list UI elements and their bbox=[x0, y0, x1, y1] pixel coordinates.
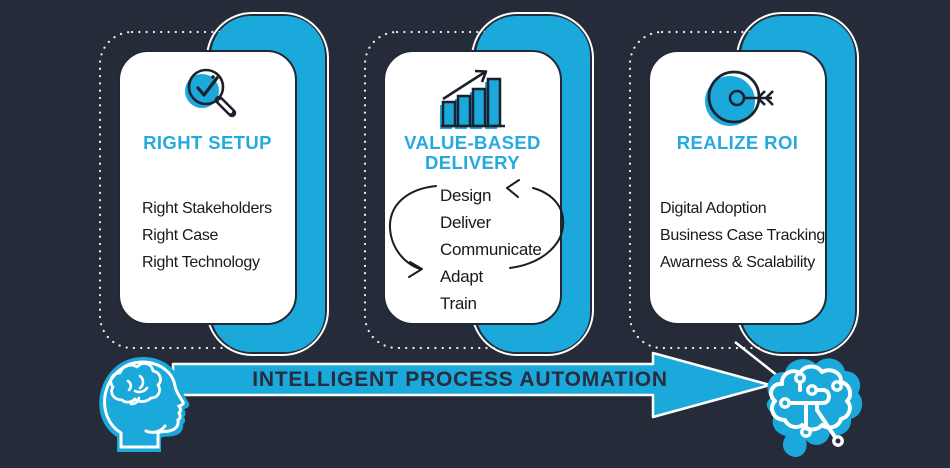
magnifier-check-icon bbox=[120, 64, 295, 130]
list-item: Deliver bbox=[440, 213, 491, 232]
card-right-setup: RIGHT SETUP Right Stakeholders Right Cas… bbox=[118, 50, 297, 325]
banner-label: INTELLIGENT PROCESS AUTOMATION bbox=[252, 368, 668, 391]
list-item: Right Technology bbox=[142, 254, 260, 271]
card-unit-value-based-delivery: VALUE-BASED DELIVERY Design Deliver Comm… bbox=[363, 12, 613, 358]
card-value-based-delivery: VALUE-BASED DELIVERY Design Deliver Comm… bbox=[383, 50, 562, 325]
card-unit-realize-roi: REALIZE ROI Digital Adoption Business Ca… bbox=[628, 12, 878, 358]
list-item: Awarness & Scalability bbox=[660, 254, 815, 271]
card-unit-right-setup: RIGHT SETUP Right Stakeholders Right Cas… bbox=[98, 12, 348, 358]
target-arrow-icon bbox=[650, 64, 825, 130]
process-banner bbox=[99, 341, 863, 457]
card-title-line: VALUE-BASED bbox=[404, 132, 541, 153]
list-item: Right Case bbox=[142, 227, 219, 244]
card-list: Digital Adoption Business Case Tracking … bbox=[660, 195, 825, 276]
card-list: Right Stakeholders Right Case Right Tech… bbox=[142, 195, 272, 276]
list-item: Right Stakeholders bbox=[142, 200, 272, 217]
card-title: VALUE-BASED DELIVERY bbox=[385, 133, 560, 173]
card-title: REALIZE ROI bbox=[650, 133, 825, 153]
card-list: Design Deliver Communicate Adapt Train bbox=[440, 182, 542, 317]
card-title-line: DELIVERY bbox=[424, 152, 521, 173]
card-title-line: REALIZE ROI bbox=[676, 132, 799, 153]
card-realize-roi: REALIZE ROI Digital Adoption Business Ca… bbox=[648, 50, 827, 325]
human-head-brain-icon bbox=[99, 356, 190, 452]
digital-circuit-brain-icon bbox=[766, 358, 863, 457]
list-item: Digital Adoption bbox=[660, 200, 767, 217]
card-title: RIGHT SETUP bbox=[120, 133, 295, 153]
card-title-line: RIGHT SETUP bbox=[143, 132, 272, 153]
list-item: Adapt bbox=[440, 267, 483, 286]
list-item: Business Case Tracking bbox=[660, 227, 826, 244]
banner-arrow bbox=[171, 351, 772, 419]
growth-chart-icon bbox=[385, 64, 560, 130]
list-item: Train bbox=[440, 294, 477, 313]
list-item: Design bbox=[440, 186, 492, 205]
list-item: Communicate bbox=[440, 240, 542, 259]
